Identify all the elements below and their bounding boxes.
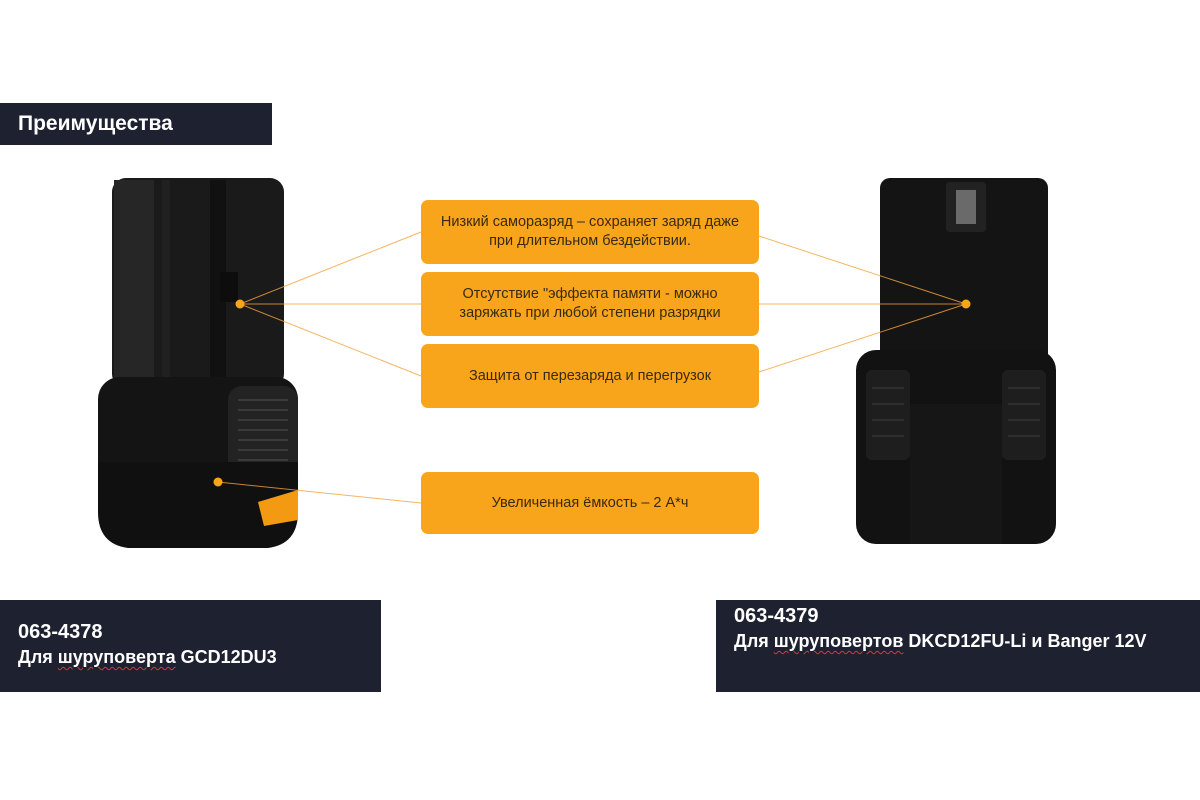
- product-description: Для шуруповертов DKCD12FU-Li и Banger 12…: [734, 631, 1147, 651]
- callout-increased-capacity: Увеличенная ёмкость – 2 А*ч: [421, 472, 759, 534]
- battery-right-image: [850, 174, 1062, 548]
- section-title: Преимущества: [0, 103, 272, 145]
- callout-overcharge-protection: Защита от перезаряда и перегрузок: [421, 344, 759, 408]
- product-code: 063-4379: [734, 605, 819, 627]
- callout-low-self-discharge: Низкий саморазряд – сохраняет заряд даже…: [421, 200, 759, 264]
- product-label-right: 063-4379 Для шуруповертов DKCD12FU-Li и …: [716, 600, 1200, 692]
- product-code: 063-4378: [18, 621, 103, 643]
- product-description: Для шуруповерта GCD12DU3: [18, 647, 277, 667]
- product-label-left: 063-4378 Для шуруповерта GCD12DU3: [0, 600, 381, 692]
- battery-left-image: [92, 172, 304, 550]
- callout-no-memory-effect: Отсутствие "эффекта памяти - можно заряж…: [421, 272, 759, 336]
